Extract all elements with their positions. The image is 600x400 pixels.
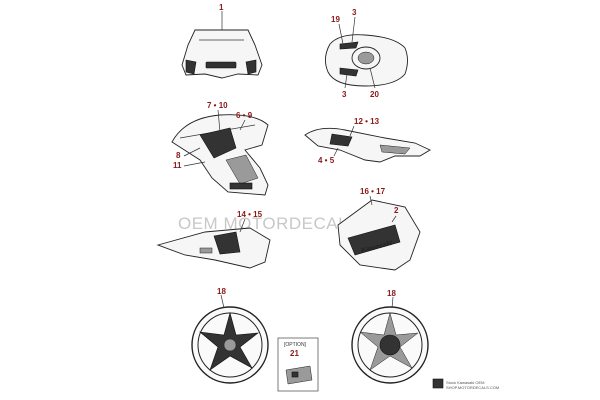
leader-8	[183, 147, 201, 157]
callout-16-17: 16 • 17	[360, 187, 386, 196]
side-fairing-part	[171, 114, 269, 196]
leader-20	[369, 67, 376, 89]
callout-21: 21	[290, 349, 299, 358]
callout-1: 1	[219, 3, 224, 12]
lower-cowl-right-part: Kawasaki	[337, 199, 421, 271]
leader-14-15	[239, 218, 246, 233]
footer-brand: Stock Kawasaki OEM	[446, 380, 484, 385]
callout-18a: 18	[217, 287, 226, 296]
callout-20: 20	[370, 90, 379, 99]
callout-8: 8	[176, 151, 181, 160]
leader-4-5	[333, 147, 339, 157]
footer-small: SHOP.MOTORDECALS.COM	[446, 385, 499, 390]
front-wheel-part	[191, 306, 269, 384]
leader-7-10	[217, 109, 221, 133]
leader-16-17	[369, 195, 373, 206]
callout-14-15: 14 • 15	[237, 210, 263, 219]
rear-wheel-part	[351, 306, 429, 384]
lower-cowl-left-part	[156, 227, 271, 269]
callout-18b: 18	[387, 289, 396, 298]
leader-12-13	[349, 125, 355, 137]
callout-19: 19	[331, 15, 340, 24]
leader-3a	[351, 16, 356, 43]
callout-3b: 3	[342, 90, 347, 99]
callout-4-5: 4 • 5	[318, 156, 335, 165]
leader-6-9	[239, 119, 246, 131]
option-box: [OPTION] 21	[277, 337, 319, 392]
leader-19	[338, 23, 344, 45]
callout-12-13: 12 • 13	[354, 117, 380, 126]
callout-7-10: 7 • 10	[207, 101, 228, 110]
fuel-tank-part	[325, 34, 408, 87]
footer-logo: Stock Kawasaki OEM SHOP.MOTORDECALS.COM	[432, 378, 499, 390]
callout-3a: 3	[352, 8, 357, 17]
watermark-text: OEM MOTORDECALS	[178, 214, 360, 233]
callout-6-9: 6 • 9	[236, 111, 253, 120]
callout-11: 11	[173, 161, 182, 170]
leader-18a	[220, 294, 225, 309]
leader-11	[183, 161, 206, 167]
leader-2	[391, 215, 397, 223]
tail-cowl-part	[304, 127, 431, 163]
option-label: [OPTION]	[284, 342, 307, 348]
leader-18b	[391, 296, 394, 309]
windscreen-part	[181, 29, 263, 79]
leader-3b	[344, 73, 348, 89]
callout-2: 2	[394, 206, 399, 215]
